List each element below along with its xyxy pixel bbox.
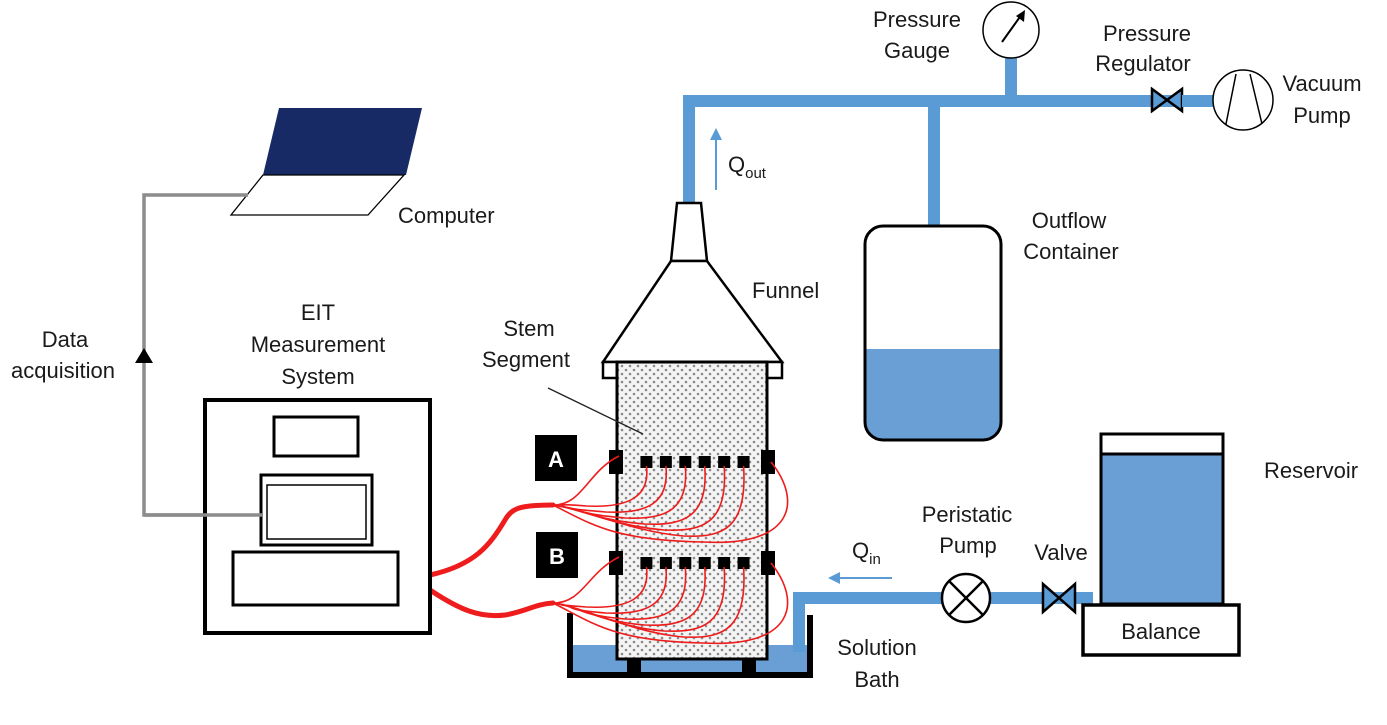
electrode-wire-a-1	[552, 455, 620, 506]
electrode-clamp-a	[609, 450, 623, 474]
pressure-gauge-label-line1: Pressure	[873, 7, 961, 32]
electrode-b-7	[737, 557, 750, 569]
gauge-riser-pipe	[1005, 58, 1017, 98]
pressure-regulator-label-line2: Regulator	[1095, 51, 1190, 76]
peristaltic-pump-label-line2: Pump	[939, 533, 996, 558]
stem-segment-label-line2: Segment	[482, 347, 570, 372]
electrode-a-2	[640, 456, 653, 468]
electrode-b-3	[659, 557, 672, 569]
stem-segment-pointer-line	[547, 387, 644, 435]
valve-icon	[1041, 581, 1077, 615]
electrode-clamp-a	[761, 450, 775, 474]
electrode-b-4	[679, 557, 692, 569]
main-vacuum-pipe	[683, 95, 1218, 107]
reservoir-label: Reservoir	[1264, 458, 1358, 483]
cable-bundle-ring-b	[427, 587, 556, 619]
valve-label: Valve	[1034, 540, 1087, 565]
q-out-flow-arrow-icon	[710, 128, 722, 190]
q-out-main: Q	[728, 152, 745, 177]
vacuum-pump-icon	[1212, 69, 1274, 131]
balance	[1081, 603, 1241, 657]
vacuum-pump-label-line1: Vacuum	[1282, 71, 1361, 96]
eit-label-line2: Measurement	[251, 332, 386, 357]
data-acquisition-label-line1: Data	[42, 327, 89, 352]
peristaltic-pump-icon	[940, 572, 992, 624]
vacuum-pump-label-line2: Pump	[1293, 103, 1350, 128]
outflow-liquid-level	[865, 349, 1001, 440]
solution-bath-label-line2: Bath	[854, 667, 899, 692]
pressure-regulator-valve-icon	[1150, 86, 1184, 114]
outflow-container-pipe	[928, 100, 940, 225]
electrode-wire-b-7	[552, 566, 745, 639]
computer-label: Computer	[398, 203, 495, 228]
funnel-label: Funnel	[752, 278, 819, 303]
data-acquisition-label-line2: acquisition	[11, 358, 115, 383]
eit-label-line1: EIT	[301, 300, 335, 325]
q-in-label: Qin	[852, 538, 881, 568]
funnel-outlet-pipe	[683, 95, 695, 205]
outflow-container-label-line1: Outflow	[1032, 208, 1107, 233]
peristaltic-pump-label-line1: Peristatic	[922, 502, 1012, 527]
computer-laptop-icon	[229, 108, 422, 216]
electrode-a-7	[737, 456, 750, 468]
q-in-main: Q	[852, 538, 869, 563]
ring-a-badge: A	[535, 435, 577, 481]
electrode-wire-a-8	[552, 461, 789, 544]
q-out-subscript: out	[745, 165, 767, 182]
electrode-a-4	[679, 456, 692, 468]
electrode-rings	[609, 450, 775, 575]
electrode-wires	[427, 455, 789, 645]
ring-b-label: B	[549, 544, 565, 569]
outflow-container	[863, 224, 1003, 442]
pressure-gauge-icon	[982, 1, 1040, 59]
electrode-clamp-b	[609, 551, 623, 575]
electrode-a-6	[718, 456, 731, 468]
electrode-clamp-b	[761, 551, 775, 575]
electrode-wire-b-8	[552, 562, 789, 645]
vacuum-pipe-network	[683, 58, 1218, 225]
electrode-b-5	[698, 557, 711, 569]
q-in-subscript: in	[869, 551, 881, 568]
cable-bundle-ring-a	[427, 502, 556, 578]
eit-label-line3: System	[281, 364, 354, 389]
ring-b-badge: B	[536, 532, 578, 578]
outflow-container-label-line2: Container	[1023, 239, 1118, 264]
data-flow-arrow-icon	[135, 348, 153, 363]
electrode-a-5	[698, 456, 711, 468]
electrode-wire-b-1	[552, 556, 620, 604]
solution-bath-label-line1: Solution	[837, 635, 917, 660]
q-in-flow-arrow-icon	[828, 572, 892, 584]
stem-segment-label-line1: Stem	[503, 316, 554, 341]
q-out-label: Qout	[728, 152, 767, 182]
electrode-b-2	[640, 557, 653, 569]
electrode-wire-a-7	[552, 465, 745, 538]
electrode-a-3	[659, 456, 672, 468]
balance-label: Balance	[1121, 619, 1201, 644]
reservoir	[1099, 432, 1225, 606]
ring-a-label: A	[548, 447, 564, 472]
regulator-to-pump-pipe	[1182, 95, 1214, 107]
pressure-gauge-label-line2: Gauge	[884, 38, 950, 63]
pressure-regulator-label-line1: Pressure	[1103, 21, 1191, 46]
electrode-b-6	[718, 557, 731, 569]
